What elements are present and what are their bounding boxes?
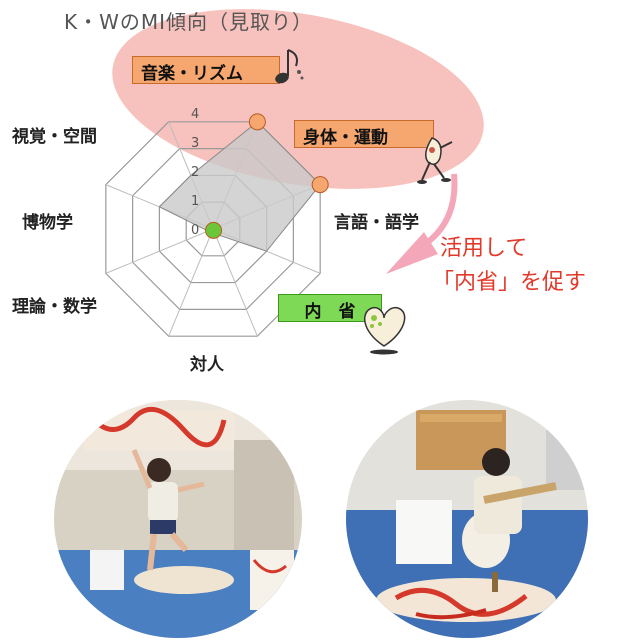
radar-chart: 0 1 2 3 4: [105, 107, 329, 337]
callout-line-1: 活用して: [440, 236, 528, 261]
radar-tick-label: 1: [191, 194, 199, 209]
radar-ticks: 0 1 2 3 4: [191, 107, 199, 238]
axis-label-interpersonal: 対人: [190, 355, 224, 375]
radar-dots: [205, 113, 329, 239]
photo-child-painting: [346, 400, 588, 638]
tag-music-rhythm: 音楽・リズム: [132, 56, 280, 84]
radar-tick-label: 2: [191, 165, 199, 180]
axis-label-linguistic: 言語・語学: [334, 213, 419, 233]
axis-label-spatial: 視覚・空間: [12, 127, 97, 147]
radar-tick-label: 4: [191, 107, 199, 122]
radar-spoke: [168, 228, 214, 337]
radar-highlight-dot: [248, 113, 266, 131]
radar-highlight-dot: [311, 176, 329, 194]
photo-child-dancing: [54, 400, 302, 638]
heart-character-icon: [363, 306, 406, 355]
radar-tick-label: 0: [191, 223, 199, 238]
radar-spoke: [212, 228, 258, 337]
music-note-icon: [275, 49, 304, 84]
axis-label-naturalist: 博物学: [22, 213, 73, 233]
running-character-icon: [417, 137, 453, 184]
radar-highlight-dot: [205, 221, 223, 239]
radar-tick-label: 3: [191, 136, 199, 151]
page-title: K・WのMI傾向（見取り）: [64, 10, 314, 34]
axis-label-logic: 理論・数学: [12, 297, 97, 317]
pink-arrow-icon: [386, 173, 458, 274]
callout-text: 活用して 「内省」を促す: [432, 232, 586, 300]
radar-spoke: [105, 228, 214, 274]
tag-body-movement: 身体・運動: [294, 120, 434, 148]
callout-line-2: 「内省」を促す: [432, 270, 587, 295]
